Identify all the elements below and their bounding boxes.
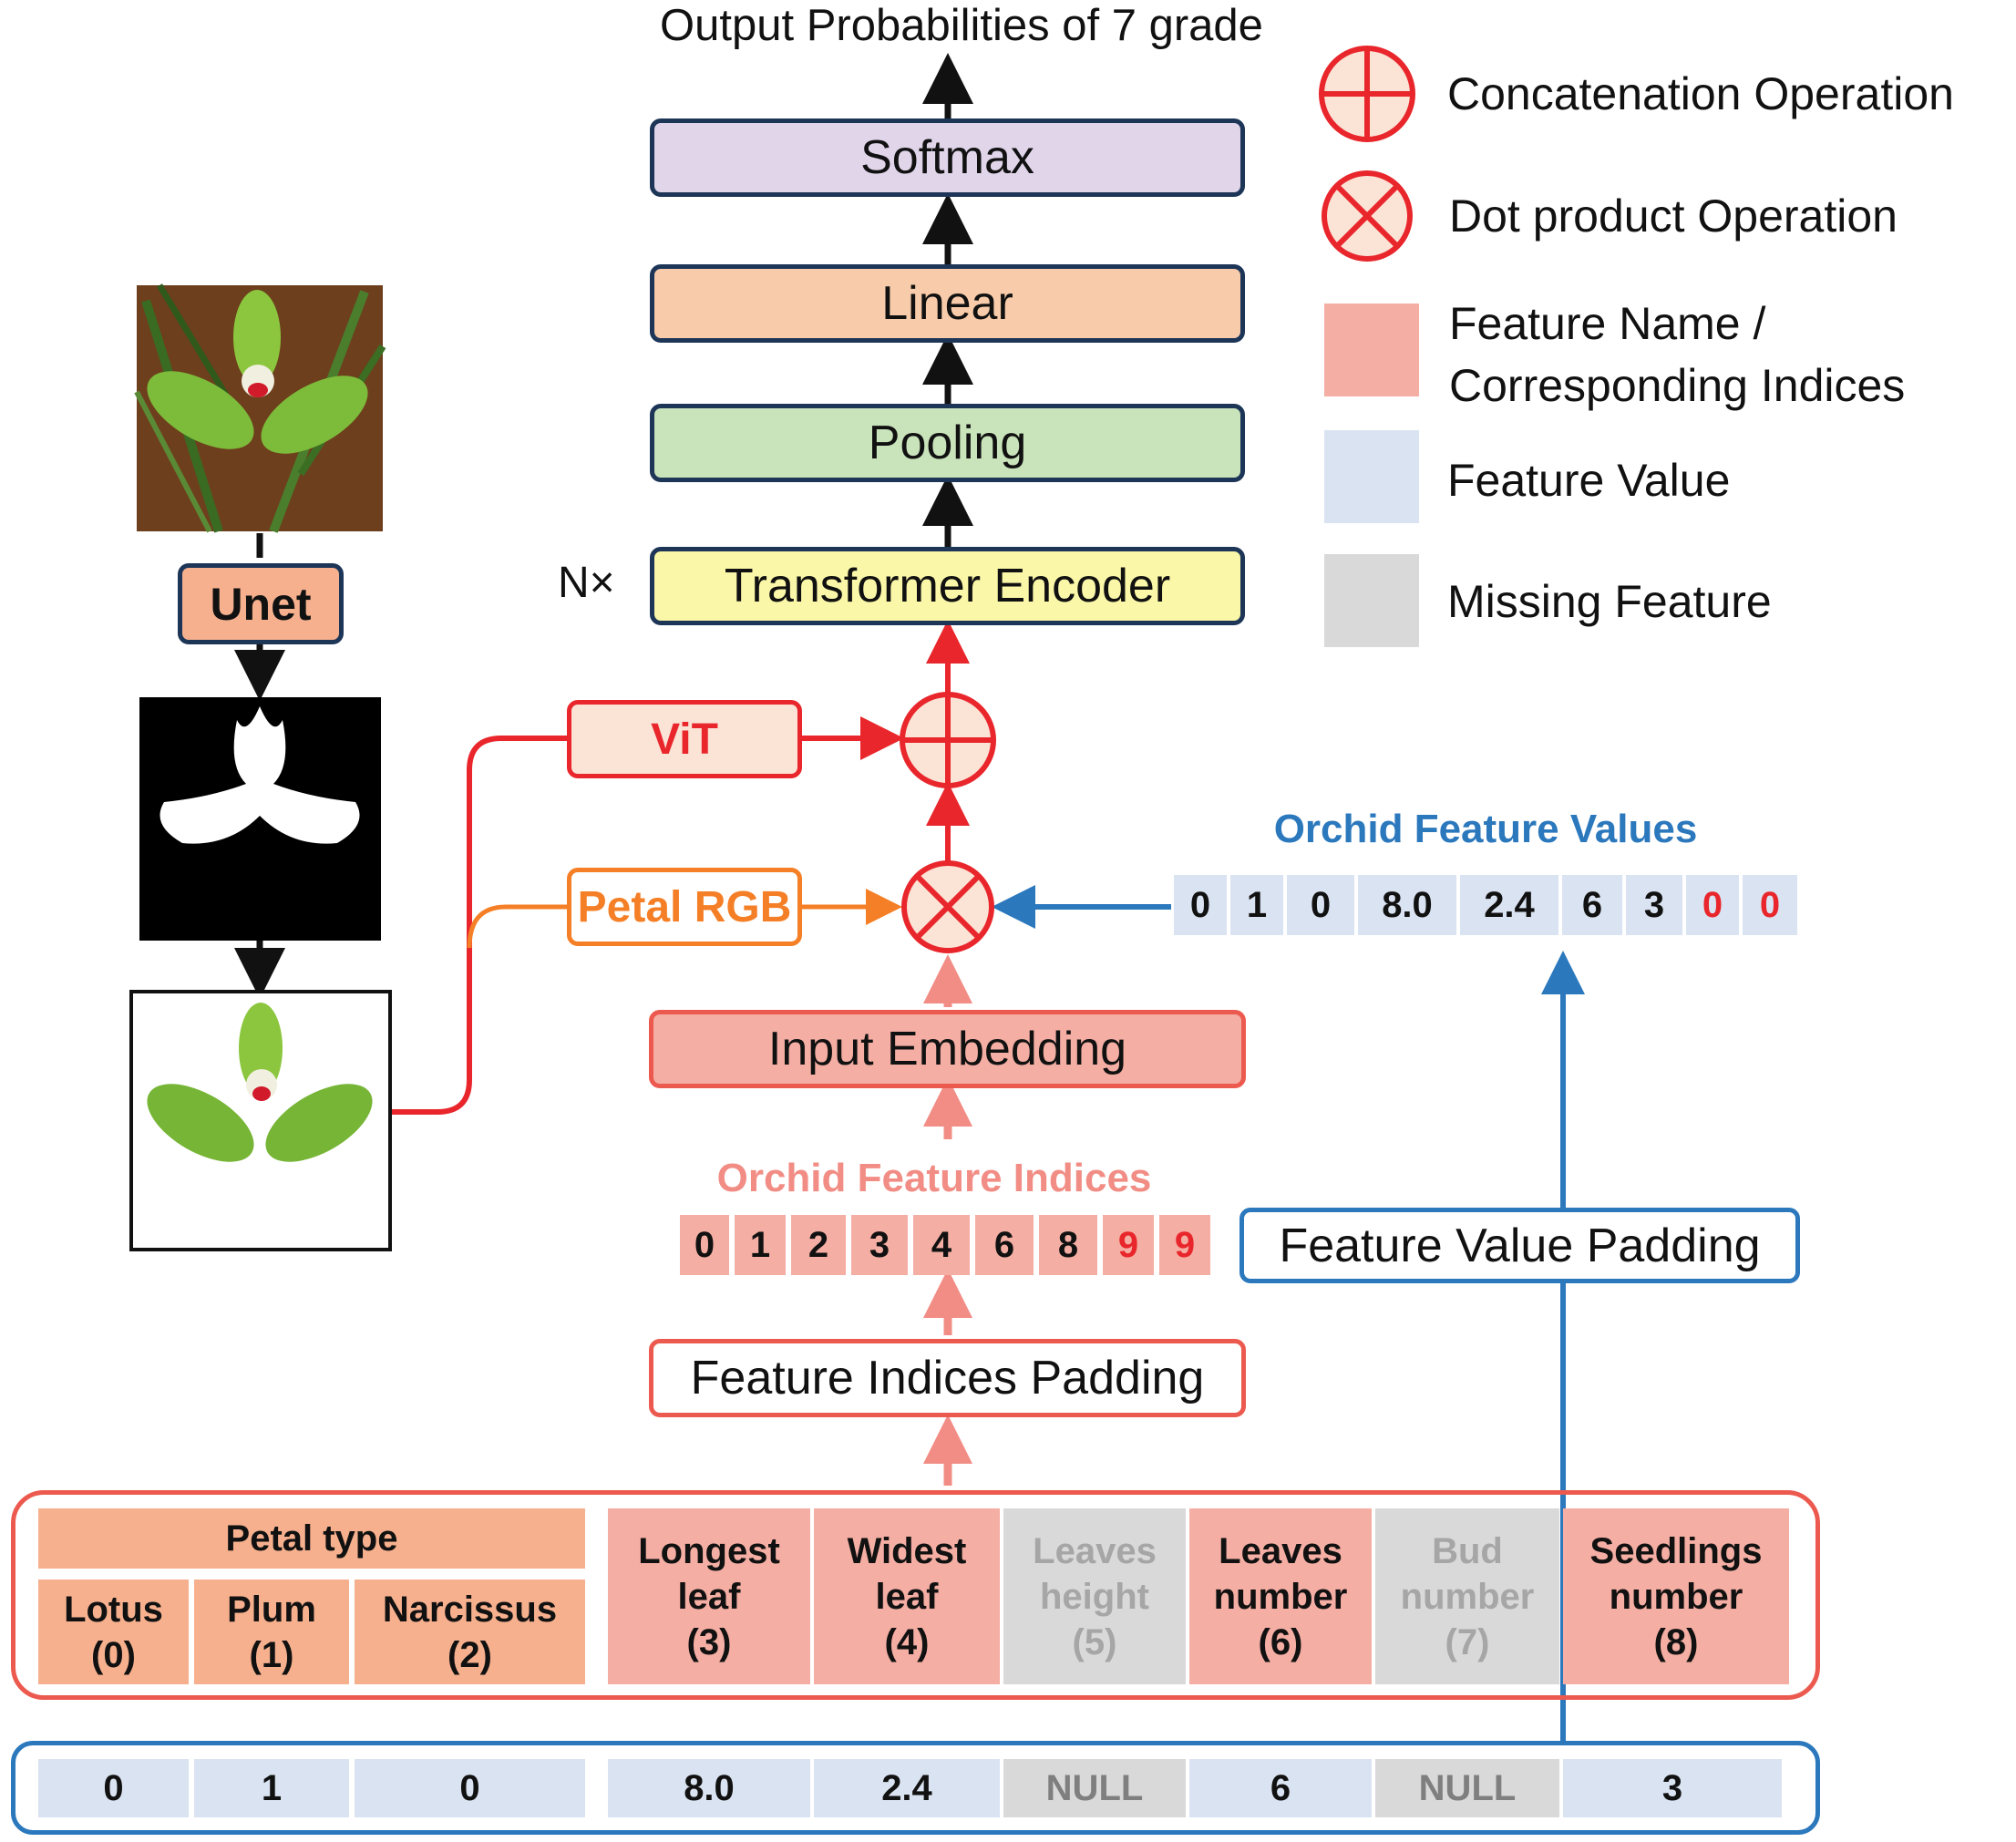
- petal-type-header: Petal type: [38, 1508, 585, 1569]
- legend-missing-label: Missing Feature: [1447, 576, 1772, 627]
- feature-index-cell: 1: [735, 1215, 786, 1275]
- feature-value-pad-cell: 0: [1686, 875, 1739, 935]
- feature-index-cell: 2: [791, 1215, 846, 1275]
- feature-index-cell: 6: [975, 1215, 1034, 1275]
- value-cell: 3: [1563, 1759, 1782, 1817]
- value-cell: 0: [38, 1759, 189, 1817]
- feature-lotus: Lotus (0): [38, 1580, 189, 1684]
- feature-value-cell: 1: [1230, 875, 1283, 935]
- cropped-orchid: [129, 990, 392, 1251]
- repeat-label: N×: [558, 559, 615, 607]
- feature-index-cell: 4: [913, 1215, 970, 1275]
- feature-index-cell: 0: [680, 1215, 729, 1275]
- feature-value-cell: 3: [1626, 875, 1682, 935]
- dot-product-operator: [901, 860, 994, 953]
- legend-feature-name-swatch: [1324, 304, 1419, 396]
- transformer-encoder-box: Transformer Encoder: [650, 547, 1245, 625]
- legend-feature-value-swatch: [1324, 430, 1419, 523]
- line-crop-to-petal-rgb: [467, 904, 567, 949]
- legend-feature-name-label-1: Feature Name /: [1449, 298, 1766, 349]
- feature-widest-leaf: Widest leaf (4): [814, 1508, 1000, 1684]
- feature-leaves-number: Leaves number (6): [1189, 1508, 1372, 1684]
- feature-index-pad-cell: 9: [1103, 1215, 1154, 1275]
- feature-leaves-height: Leaves height (5): [1003, 1508, 1186, 1684]
- feature-longest-leaf: Longest leaf (3): [608, 1508, 810, 1684]
- feature-indices-title: Orchid Feature Indices: [716, 1156, 1152, 1200]
- feature-name-table-frame: [11, 1490, 1820, 1700]
- value-cell-missing: NULL: [1003, 1759, 1186, 1817]
- feature-index-cell: 8: [1039, 1215, 1097, 1275]
- value-cell: 2.4: [814, 1759, 1000, 1817]
- feature-value-padding-box: Feature Value Padding: [1239, 1208, 1800, 1283]
- value-cell: 6: [1189, 1759, 1372, 1817]
- value-cell-missing: NULL: [1375, 1759, 1559, 1817]
- feature-value-cell: 8.0: [1358, 875, 1456, 935]
- value-cell: 0: [355, 1759, 585, 1817]
- legend-dot-label: Dot product Operation: [1449, 190, 1898, 242]
- feature-values-title: Orchid Feature Values: [1273, 807, 1698, 851]
- vit-box: ViT: [567, 700, 802, 778]
- feature-seedlings-number: Seedlings number (8): [1563, 1508, 1789, 1684]
- concat-operator: [900, 692, 996, 788]
- softmax-box: Softmax: [650, 118, 1245, 197]
- feature-value-cell: 6: [1562, 875, 1622, 935]
- legend-missing-swatch: [1324, 554, 1419, 647]
- input-embedding-box: Input Embedding: [649, 1010, 1246, 1088]
- legend-feature-value-label: Feature Value: [1447, 455, 1731, 506]
- feature-indices-padding-box: Feature Indices Padding: [649, 1339, 1246, 1417]
- pooling-box: Pooling: [650, 404, 1245, 482]
- output-title: Output Probabilities of 7 grade: [660, 1, 1263, 50]
- legend-feature-name-label-2: Corresponding Indices: [1449, 360, 1906, 411]
- value-cell: 8.0: [608, 1759, 810, 1817]
- line-crop-to-vit: [390, 736, 567, 1115]
- unet-box: Unet: [178, 563, 344, 644]
- segmentation-mask: [139, 697, 381, 941]
- petal-rgb-box: Petal RGB: [567, 868, 802, 946]
- feature-narcissus: Narcissus (2): [355, 1580, 585, 1684]
- feature-value-cell: 0: [1287, 875, 1354, 935]
- feature-value-cell: 2.4: [1460, 875, 1558, 935]
- value-cell: 1: [194, 1759, 349, 1817]
- feature-index-pad-cell: 9: [1159, 1215, 1210, 1275]
- feature-value-cell: 0: [1174, 875, 1227, 935]
- legend-concat-label: Concatenation Operation: [1447, 68, 1954, 119]
- feature-bud-number: Bud number (7): [1375, 1508, 1559, 1684]
- linear-box: Linear: [650, 264, 1245, 343]
- orchid-photo: [134, 283, 386, 533]
- feature-plum: Plum (1): [194, 1580, 349, 1684]
- legend-concat-icon: [1319, 46, 1415, 142]
- feature-index-cell: 3: [851, 1215, 908, 1275]
- values-row-frame: [11, 1741, 1820, 1835]
- legend-dot-icon: [1322, 170, 1413, 262]
- feature-value-pad-cell: 0: [1743, 875, 1797, 935]
